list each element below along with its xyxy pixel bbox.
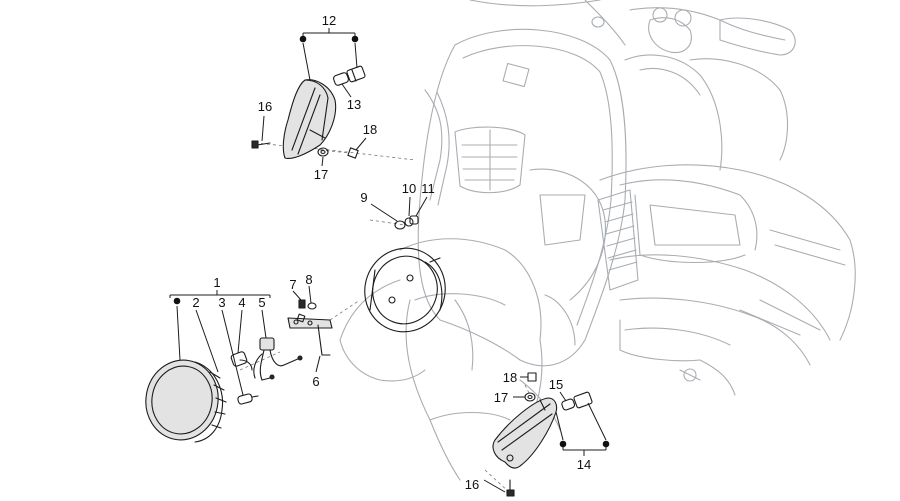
callout-16-top: 16 — [258, 99, 272, 114]
wiring-harness-5 — [253, 337, 303, 381]
callout-16-bottom: 16 — [465, 477, 479, 492]
callout-2: 2 — [192, 295, 199, 310]
callout-6: 6 — [312, 374, 319, 389]
callout-11: 11 — [421, 181, 435, 196]
headlight-housing — [364, 247, 446, 333]
indicator-bulb-13 — [333, 65, 366, 86]
callout-5: 5 — [258, 295, 265, 310]
callout-18-top: 18 — [363, 122, 377, 137]
nut-18-top — [347, 147, 359, 159]
leader-lines — [169, 28, 607, 493]
callout-7: 7 — [289, 277, 296, 292]
callout-9: 9 — [360, 190, 367, 205]
callout-labels: 12 13 16 18 17 9 10 11 1 2 3 4 5 7 8 6 1… — [192, 13, 591, 492]
fasteners-9-10-11 — [394, 215, 419, 230]
bracket-6 — [287, 313, 333, 356]
scooter-body-outline — [339, 0, 856, 481]
callout-14: 14 — [577, 457, 591, 472]
indicator-bulb-15 — [561, 391, 593, 411]
callout-15: 15 — [549, 377, 563, 392]
callout-17-top: 17 — [314, 167, 328, 182]
nut-18-bottom — [527, 372, 537, 382]
front-indicator-right — [492, 397, 558, 469]
callout-17-bottom: 17 — [494, 390, 508, 405]
callout-10: 10 — [402, 181, 416, 196]
callout-8: 8 — [305, 272, 312, 287]
washer-17-top — [317, 147, 329, 157]
bulb-3 — [237, 393, 259, 405]
group-bracket-dots — [173, 35, 610, 448]
headlight-lens-2 — [145, 359, 227, 443]
front-indicator-left — [282, 79, 337, 159]
callout-3: 3 — [218, 295, 225, 310]
screw-16-top — [251, 140, 271, 149]
callout-18-bottom: 18 — [503, 370, 517, 385]
bulb-holder-4 — [230, 351, 253, 371]
callout-1: 1 — [213, 275, 220, 290]
washer-17-bottom — [524, 392, 536, 402]
callout-13: 13 — [347, 97, 361, 112]
screw-7-8 — [298, 299, 317, 310]
callout-4: 4 — [238, 295, 245, 310]
screw-16-bottom — [506, 479, 515, 497]
callout-12: 12 — [322, 13, 336, 28]
